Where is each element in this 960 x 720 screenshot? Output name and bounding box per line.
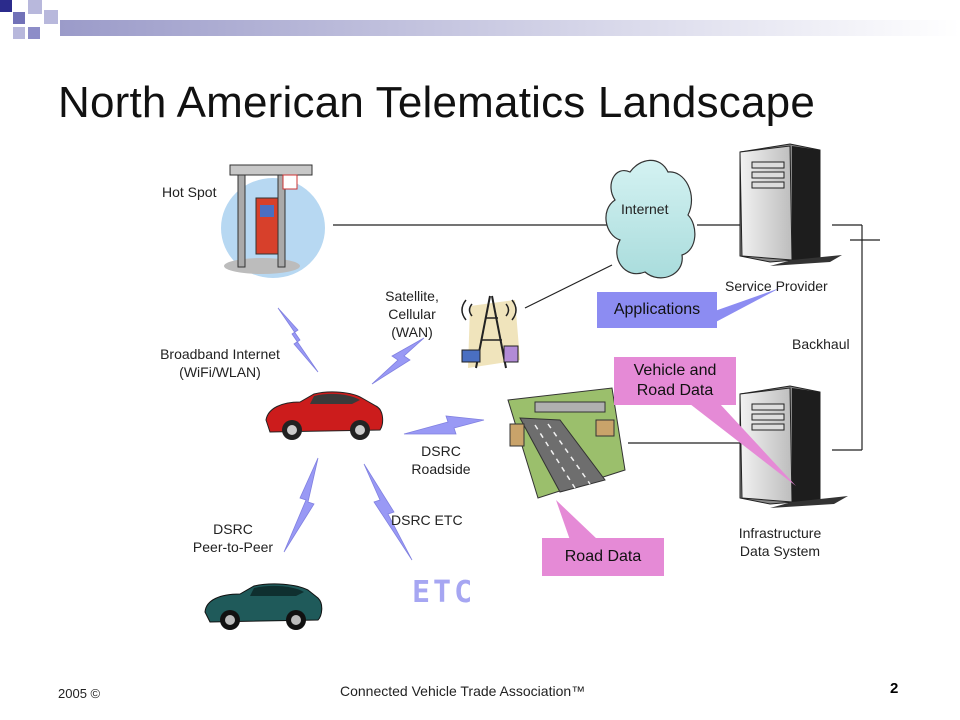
service-provider-server-icon	[739, 143, 842, 266]
vehicle-road-line2: Road Data	[636, 382, 714, 399]
broadband-label: Broadband Internet (WiFi/WLAN)	[150, 345, 290, 381]
bolt-etc	[363, 463, 413, 561]
service-provider-label: Service Provider	[725, 278, 828, 294]
infrastructure-server-icon	[739, 385, 848, 508]
vehicle-road-tail	[690, 404, 796, 486]
cell-tower-icon	[461, 295, 520, 369]
page-number: 2	[890, 680, 899, 697]
satellite-label: Satellite, Cellular (WAN)	[380, 287, 444, 341]
wireless-bolts	[277, 307, 485, 561]
hot-spot-label: Hot Spot	[162, 184, 217, 200]
network-lines	[333, 224, 880, 451]
satellite-label-line3: (WAN)	[391, 324, 433, 340]
backhaul-label: Backhaul	[792, 336, 850, 352]
infrastructure-label: Infrastructure Data System	[730, 524, 830, 560]
dsrc-roadside-label: DSRC Roadside	[404, 442, 478, 478]
bolt-satellite	[371, 337, 425, 385]
broadband-label-line2: (WiFi/WLAN)	[179, 364, 261, 380]
header-decoration	[0, 0, 960, 39]
dsrc-etc-label: DSRC ETC	[391, 512, 463, 528]
hot-spot-icon	[221, 164, 325, 278]
slide-title: North American Telematics Landscape	[58, 78, 816, 127]
broadband-label-line1: Broadband Internet	[160, 346, 280, 362]
dsrc-roadside-line2: Roadside	[411, 461, 471, 477]
dsrc-p2p-label: DSRC Peer-to-Peer	[186, 520, 280, 556]
road-data-callout-text: Road Data	[564, 548, 642, 565]
red-car-icon	[265, 391, 384, 440]
satellite-label-line1: Satellite,	[385, 288, 439, 304]
applications-callout: Applications	[597, 292, 717, 328]
bolt-roadside	[403, 415, 485, 435]
road-data-tail	[556, 500, 598, 540]
callout-tails	[556, 288, 796, 540]
road-interchange-icon	[507, 387, 626, 499]
applications-callout-text: Applications	[613, 301, 701, 318]
satellite-label-line2: Cellular	[388, 306, 436, 322]
dsrc-p2p-line2: Peer-to-Peer	[192, 539, 274, 555]
dsrc-roadside-line1: DSRC	[421, 443, 461, 459]
green-car-icon	[204, 583, 323, 630]
footer-year: 2005 ©	[58, 686, 101, 701]
applications-tail	[712, 288, 780, 324]
infrastructure-line1: Infrastructure	[738, 525, 822, 541]
infrastructure-line2: Data System	[739, 543, 821, 559]
internet-cloud-icon	[605, 159, 696, 279]
bolt-broadband	[277, 307, 319, 373]
internet-label: Internet	[621, 201, 669, 217]
footer-org: Connected Vehicle Trade Association™	[340, 683, 586, 699]
road-data-callout: Road Data	[542, 538, 664, 576]
vehicle-road-line1: Vehicle and	[633, 362, 717, 379]
dsrc-p2p-line1: DSRC	[213, 521, 253, 537]
bolt-p2p	[283, 457, 319, 553]
etc-logo: ETC	[412, 575, 475, 610]
vehicle-road-data-callout: Vehicle and Road Data	[614, 357, 736, 405]
